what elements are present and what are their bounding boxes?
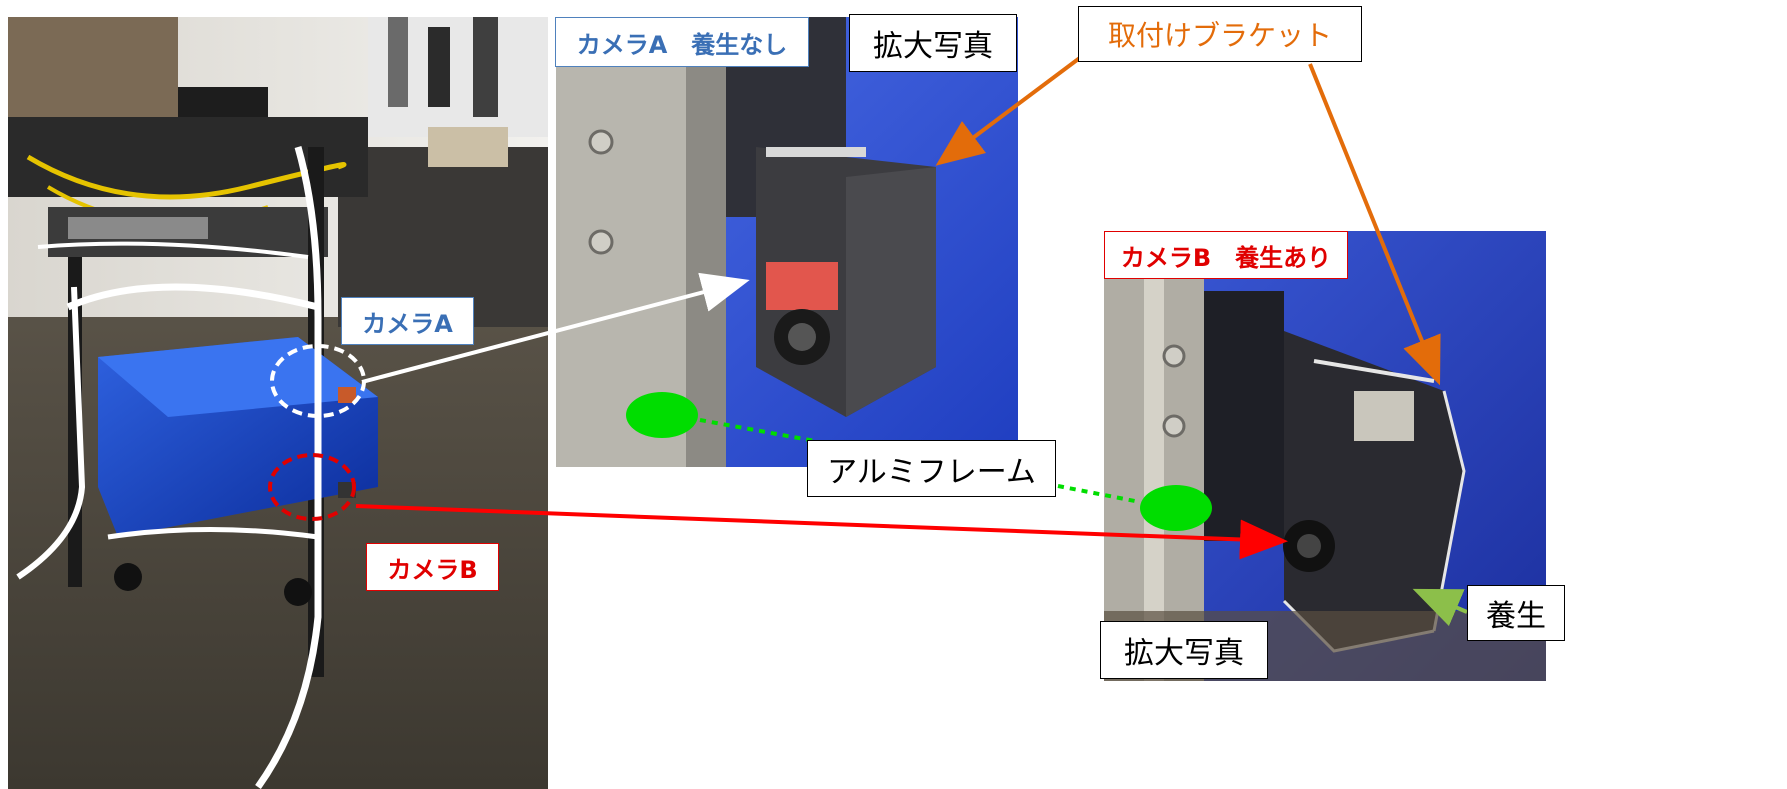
mounting-bracket-label: 取付けブラケット bbox=[1078, 6, 1362, 62]
camera-b-with-cover-label: カメラB 養生あり bbox=[1104, 231, 1348, 279]
cover-label: 養生 bbox=[1467, 585, 1565, 641]
cart-overview-photo bbox=[8, 17, 548, 789]
camera-a-enlarged-photo bbox=[556, 17, 1018, 467]
camera-a-label: カメラA bbox=[341, 297, 474, 345]
enlarged-photo-b-label: 拡大写真 bbox=[1100, 621, 1268, 679]
camera-b-label: カメラB bbox=[366, 543, 499, 591]
camera-a-no-cover-label: カメラA 養生なし bbox=[555, 17, 809, 67]
enlarged-photo-a-label: 拡大写真 bbox=[849, 14, 1017, 72]
aluminum-frame-label: アルミフレーム bbox=[807, 440, 1056, 497]
